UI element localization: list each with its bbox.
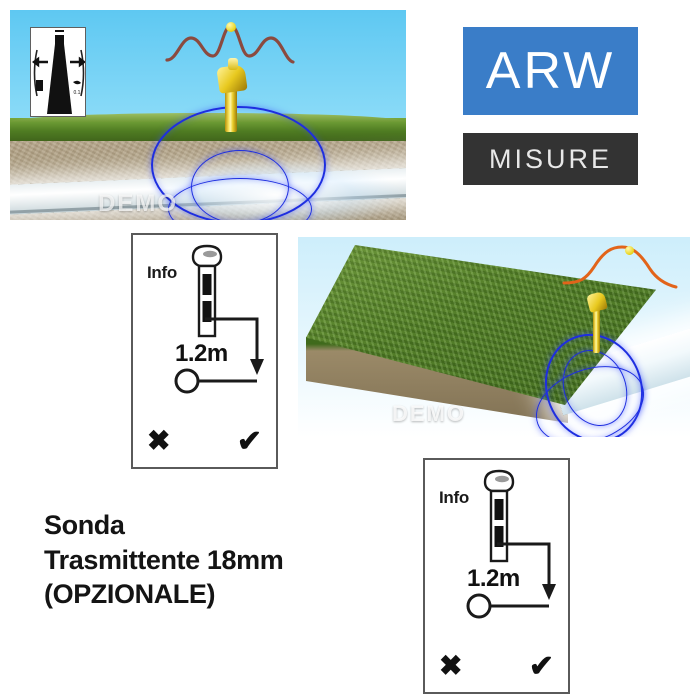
logo-secondary-text: MISURE: [488, 143, 612, 174]
product-caption: Sonda Trasmittente 18mm (OPZIONALE): [44, 508, 444, 612]
svg-text:0.1: 0.1: [74, 90, 81, 96]
info-label: Info: [147, 263, 177, 282]
antenna-icon: [562, 245, 678, 289]
photo-watermark: DEMO: [98, 190, 178, 217]
info-label: Info: [439, 488, 469, 507]
locator-inset-display: 0.1: [30, 27, 86, 117]
reject-x-icon: ✖: [147, 425, 171, 456]
info-panel-left: Info 1.2m ✖ ✔: [131, 233, 278, 469]
accept-check-icon: ✔: [528, 650, 554, 683]
accept-check-icon: ✔: [236, 425, 262, 458]
caption-line-2: Trasmittente 18mm: [44, 544, 284, 575]
antenna-peak-marker: [625, 246, 634, 255]
sonde-shaft: [593, 305, 600, 353]
brand-logo: ARW MISURE: [463, 27, 638, 185]
logo-primary-block: ARW: [463, 27, 638, 115]
field-ring-outer: [151, 106, 326, 220]
caption-line-3: (OPZIONALE): [44, 579, 216, 610]
reject-x-icon: ✖: [439, 650, 463, 681]
locator-cone-icon: 0.1: [31, 28, 85, 116]
wave-peak-marker: [226, 22, 236, 32]
logo-secondary-block: MISURE: [463, 133, 638, 185]
info-panel-right: Info 1.2m ✖ ✔: [423, 458, 570, 694]
sonde-tip: [228, 58, 238, 70]
distance-value: 1.2m: [175, 340, 228, 367]
photo-watermark: DEMO: [392, 401, 466, 426]
caption-line-1: Sonda: [44, 510, 125, 540]
locator-device-icon: [483, 469, 515, 563]
logo-primary-text: ARW: [485, 42, 616, 100]
illustration-3d-block: DEMO: [298, 237, 690, 437]
depth-arrow-diagram: [466, 542, 556, 619]
sonde-shaft: [225, 87, 237, 132]
illustration-cross-section: 0.1 DEMO: [10, 10, 406, 220]
distance-value: 1.2m: [467, 565, 520, 592]
depth-arrow-diagram: [174, 317, 264, 394]
